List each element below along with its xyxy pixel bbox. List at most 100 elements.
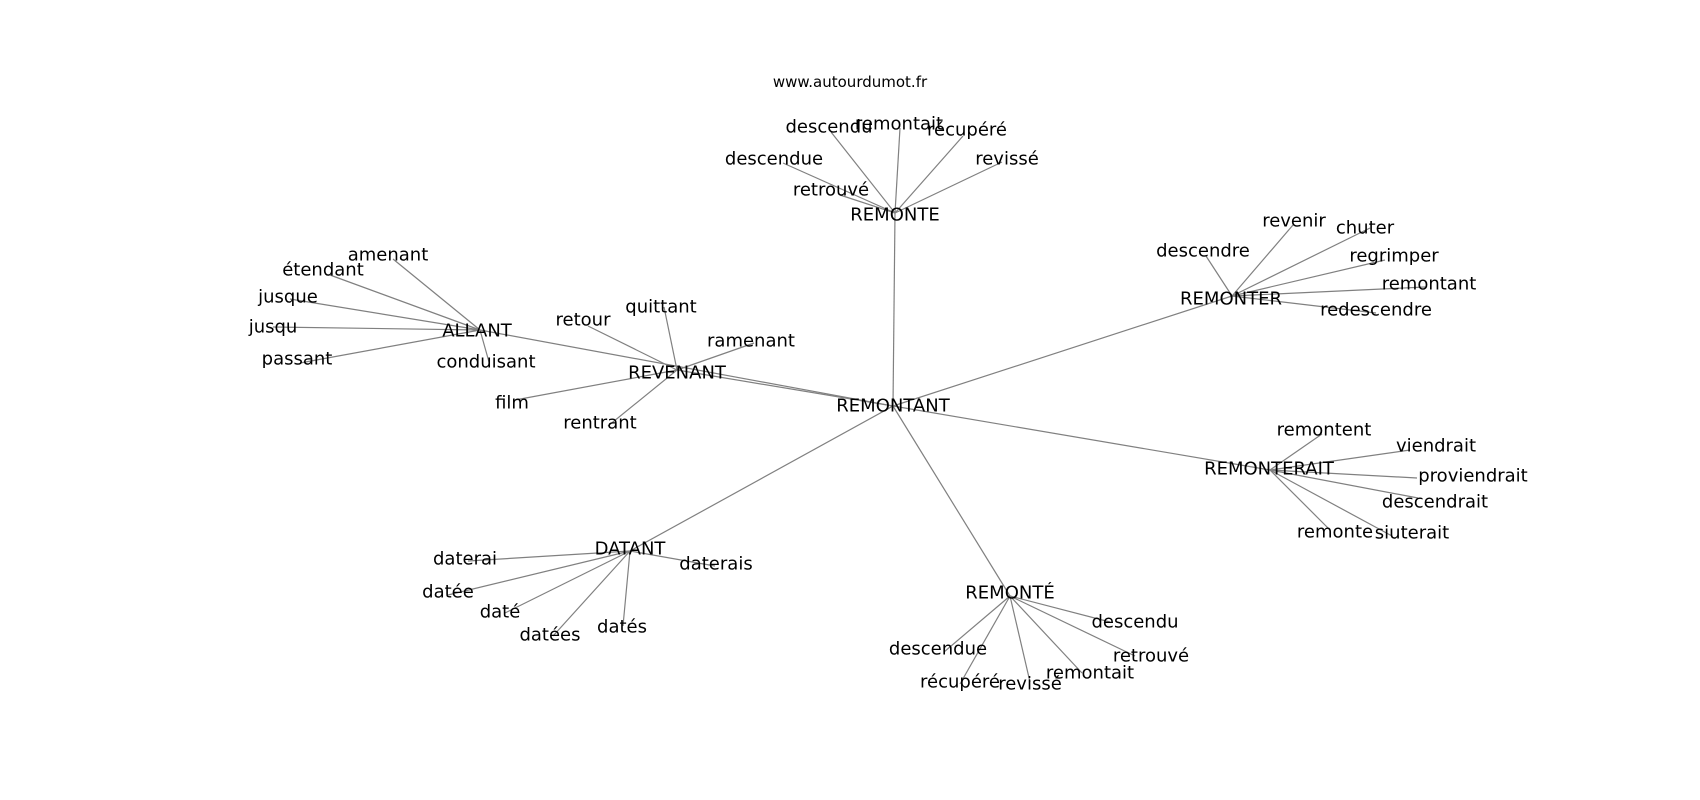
leaf-node-datee: datée xyxy=(422,582,474,603)
hub-node-remonterait: REMONTERAIT xyxy=(1204,459,1335,480)
leaf-node-quittant: quittant xyxy=(625,297,696,318)
leaf-node-conduisant: conduisant xyxy=(436,352,535,373)
edge-allant-etendant xyxy=(329,274,481,331)
edge-center-remonte xyxy=(892,405,1011,597)
edge-allant-conduisant xyxy=(479,329,490,363)
leaf-node-chuter: chuter xyxy=(1336,218,1395,239)
edge-remonter-regrimper xyxy=(1231,259,1386,297)
leaf-node-siuterait: siuterait xyxy=(1375,523,1449,544)
edge-datant-dates xyxy=(622,550,631,627)
hub-node-remonte: REMONTE xyxy=(850,205,939,226)
leaf-node-dates: datés xyxy=(597,617,647,638)
leaf-node-recupere: récupéré xyxy=(920,672,1000,693)
edge-center-revenant xyxy=(676,369,894,407)
leaf-node-descendue: descendue xyxy=(725,149,823,170)
leaf-node-remontait: remontait xyxy=(1046,663,1134,684)
edge-remonte-recupere xyxy=(959,595,1011,685)
edge-remonte-descendue xyxy=(782,162,896,214)
edge-remonte-remontait xyxy=(1009,595,1083,674)
edge-remonterait-remontent xyxy=(1269,433,1323,471)
leaf-node-datees: datées xyxy=(519,625,580,646)
edge-remonte-retrouve xyxy=(839,194,896,214)
edge-remonter-remontant xyxy=(1231,286,1426,297)
edge-revenant-retour xyxy=(587,325,678,371)
leaf-node-descendu: descendu xyxy=(1091,612,1178,633)
leaf-node-revenir: revenir xyxy=(1262,211,1326,232)
leaf-node-daterais: daterais xyxy=(679,554,752,575)
edge-remonterait-proviendrait xyxy=(1269,469,1418,479)
leaf-node-viendrait: viendrait xyxy=(1396,436,1476,457)
leaf-node-revisse: revissé xyxy=(975,149,1039,170)
leaf-node-recupere: récupéré xyxy=(927,120,1007,141)
leaf-node-regrimper: regrimper xyxy=(1349,246,1439,267)
edge-revenant-quittant xyxy=(663,306,678,371)
leaf-node-proviendrait: proviendrait xyxy=(1418,466,1528,487)
edge-remonte-descendue xyxy=(943,595,1011,653)
leaf-node-rentrant: rentrant xyxy=(563,413,636,434)
edge-remonterait-siuterait xyxy=(1269,469,1393,537)
edge-remonte-revisse xyxy=(1009,595,1031,683)
leaf-node-ramenant: ramenant xyxy=(707,331,795,352)
edge-remonterait-viendrait xyxy=(1269,449,1411,471)
leaf-node-retour: retour xyxy=(556,310,612,331)
edge-center-remonter xyxy=(892,295,1233,407)
edge-remonterait-descendrait xyxy=(1269,469,1419,499)
hub-node-revenant: REVENANT xyxy=(628,363,727,384)
leaf-node-revisse: revissé xyxy=(998,674,1062,695)
watermark: www.autourdumot.fr xyxy=(772,73,928,91)
leaf-node-remontait: remontait xyxy=(855,114,943,135)
leaf-node-descendu: descendu xyxy=(785,117,872,138)
leaf-node-descendre: descendre xyxy=(1156,241,1250,262)
edge-revenant-rentrant xyxy=(607,369,678,427)
center-word-node: REMONTANT xyxy=(836,396,950,417)
leaf-node-retrouve: retrouvé xyxy=(793,180,869,201)
leaf-node-date: daté xyxy=(480,602,521,623)
edge-center-datant xyxy=(629,405,894,552)
leaf-node-remontent: remontent xyxy=(1277,420,1372,441)
edge-center-remonte xyxy=(892,212,896,407)
edge-datant-daterai xyxy=(467,550,631,562)
edge-remonte-descendu xyxy=(1009,595,1111,623)
edge-revenant-film xyxy=(514,369,678,401)
edge-center-remonterait xyxy=(892,405,1271,471)
leaf-node-descendue: descendue xyxy=(889,639,987,660)
edge-remonter-descendre xyxy=(1205,255,1233,297)
leaf-node-passant: passant xyxy=(262,349,333,370)
edge-allant-amenant xyxy=(392,258,481,331)
leaf-node-etendant: étendant xyxy=(282,260,364,281)
hub-node-remonter: REMONTER xyxy=(1180,289,1282,310)
edge-remonter-revenir xyxy=(1231,224,1294,297)
edge-datant-daterais xyxy=(629,550,716,567)
edge-remonte-descendu xyxy=(830,131,896,214)
hub-node-remonte: REMONTÉ xyxy=(965,582,1054,604)
leaf-node-film: film xyxy=(495,393,529,414)
edge-remonte-remontait xyxy=(894,127,901,214)
edge-datant-date xyxy=(504,550,631,614)
edge-center-allant xyxy=(479,329,894,407)
edge-remonter-redescendre xyxy=(1231,295,1377,314)
leaf-node-retrouve: retrouvé xyxy=(1113,646,1189,667)
edge-remonter-chuter xyxy=(1231,227,1371,297)
leaf-node-amenant: amenant xyxy=(348,245,429,266)
leaf-node-descendrait: descendrait xyxy=(1382,492,1488,513)
edge-revenant-ramenant xyxy=(676,342,755,371)
leaf-node-redescendre: redescendre xyxy=(1320,300,1432,321)
edge-allant-passant xyxy=(299,329,481,364)
leaf-node-remonte: remonte xyxy=(1297,522,1373,543)
leaf-node-jusque: jusque xyxy=(257,287,318,308)
edges-layer xyxy=(272,127,1426,685)
edge-remonte-recupere xyxy=(894,135,964,214)
edge-datant-datees xyxy=(552,550,631,637)
leaf-node-remontant: remontant xyxy=(1382,274,1477,295)
edge-remonte-revisse xyxy=(894,161,1003,214)
hub-node-allant: ALLANT xyxy=(442,321,513,342)
labels-layer: REMONTANTREMONTEdescenduremontaitrécupér… xyxy=(248,114,1528,695)
edge-remonte-retrouve xyxy=(1009,595,1136,657)
edge-allant-jusqu xyxy=(272,326,481,331)
leaf-node-jusqu: jusqu xyxy=(248,317,298,338)
leaf-node-daterai: daterai xyxy=(433,549,497,570)
edge-allant-jusque xyxy=(289,298,481,331)
hub-node-datant: DATANT xyxy=(595,539,667,560)
edge-datant-datee xyxy=(447,550,631,596)
